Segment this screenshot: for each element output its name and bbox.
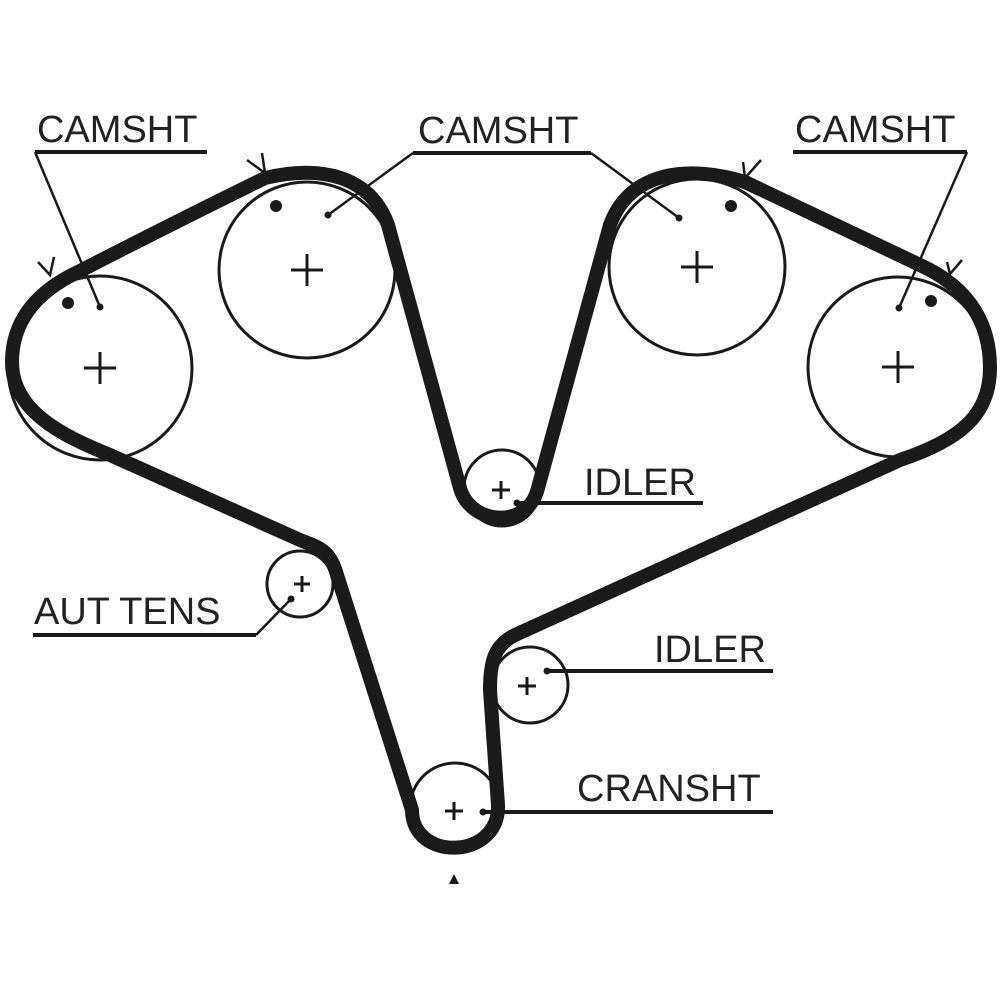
center-cross-tensioner (294, 576, 310, 592)
center-cross-camshaft-2 (291, 254, 323, 286)
label-camshaft-center: CAMSHT (418, 110, 578, 152)
leader-crankshaft (479, 808, 773, 816)
label-camshaft-left: CAMSHT (37, 109, 197, 151)
timing-v-mark (945, 259, 963, 277)
timing-v-mark (246, 152, 267, 176)
leader-camshaft-left (33, 150, 207, 311)
timing-v-mark (37, 256, 56, 278)
timing-v-mark (741, 159, 762, 181)
crank-timing-arrow-down (449, 841, 459, 850)
center-cross-idler-upper (492, 481, 510, 499)
center-cross-camshaft-1 (84, 352, 116, 384)
label-crankshaft: CRANSHT (577, 768, 761, 810)
leader-auto-tensioner (33, 595, 295, 637)
center-cross-camshaft-3 (681, 251, 713, 283)
crank-timing-arrow-up (449, 874, 459, 884)
label-idler-lower: IDLER (654, 629, 766, 671)
timing-mark-dot (925, 295, 937, 307)
center-cross-crankshaft (445, 802, 463, 820)
timing-mark-dot (270, 200, 282, 212)
leader-idler-lower (543, 667, 773, 675)
leader-camshaft-right (793, 150, 969, 312)
label-idler-upper: IDLER (584, 462, 696, 504)
label-auto-tensioner: AUT TENS (34, 591, 221, 633)
timing-belt (5, 165, 997, 855)
timing-mark-dot (62, 297, 74, 309)
label-camshaft-right: CAMSHT (795, 109, 955, 151)
center-cross-idler-lower (518, 677, 536, 695)
timing-mark-dot (725, 200, 737, 212)
center-cross-camshaft-4 (882, 351, 914, 383)
leader-idler-upper (513, 499, 703, 507)
leader-camshaft-center (324, 151, 683, 222)
